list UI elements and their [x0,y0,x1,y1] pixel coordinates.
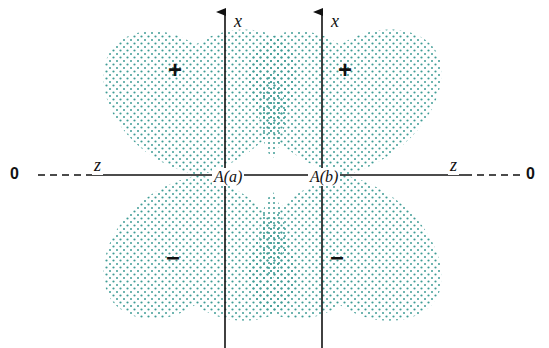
axis-label: x [234,12,242,30]
axis-label: z [448,155,459,175]
z-axis-dashed [465,174,520,176]
orbital-lobe [249,175,442,321]
atom-label: A(b) [308,168,340,186]
axis-label: x [331,12,339,30]
sign-label: − [166,246,180,270]
z-axis-dashed [38,174,90,176]
atom-label: A(a) [212,168,244,186]
overlap-region [259,190,285,280]
origin-label: 0 [526,166,535,182]
axis-label: z [92,155,103,175]
sign-label: + [338,58,352,82]
sign-label: + [168,58,182,82]
orbital-lobe [249,29,442,175]
sign-label: − [330,246,344,270]
origin-label: 0 [10,166,19,182]
overlap-region [259,70,285,160]
z-axis [90,174,465,176]
